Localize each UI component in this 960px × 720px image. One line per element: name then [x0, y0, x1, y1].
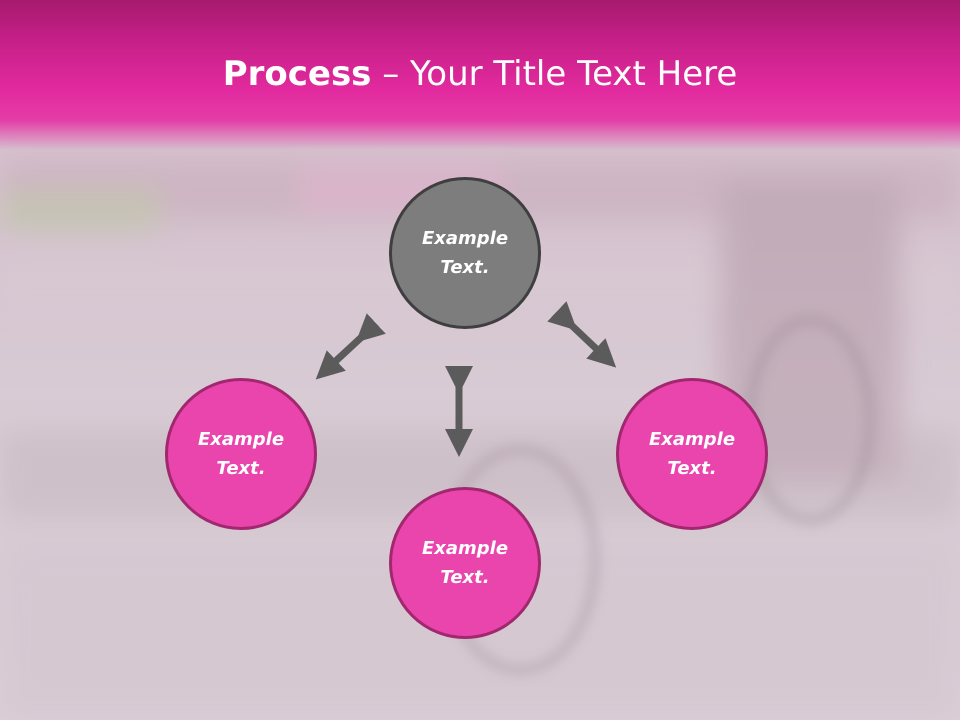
slide-title: Process – Your Title Text Here — [0, 52, 960, 96]
arrow-top-right — [547, 301, 617, 368]
title-rest: – Your Title Text Here — [371, 54, 738, 94]
node-top-text: Example Text. — [421, 228, 509, 278]
title-bold: Process — [222, 54, 372, 94]
node-right-text: Example Text. — [648, 429, 736, 479]
node-right: Example Text. — [616, 378, 768, 530]
header-band — [0, 0, 960, 150]
node-bottom-text: Example Text. — [421, 538, 509, 588]
node-left: Example Text. — [165, 378, 317, 530]
node-left-text: Example Text. — [197, 429, 285, 479]
node-top: Example Text. — [389, 177, 541, 329]
node-bottom: Example Text. — [389, 487, 541, 639]
arrow-top-left — [315, 313, 386, 380]
